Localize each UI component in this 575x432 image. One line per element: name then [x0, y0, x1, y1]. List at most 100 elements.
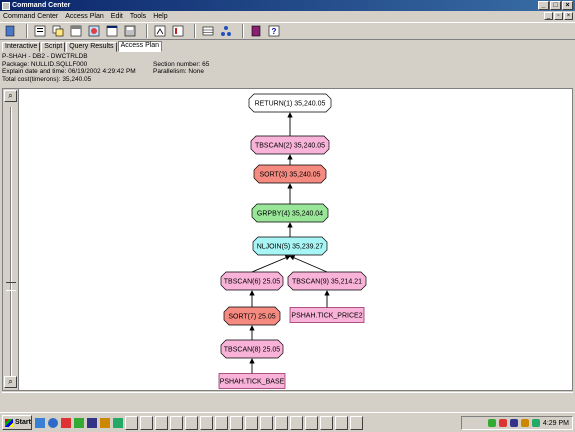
tool-history-icon[interactable] [153, 24, 167, 38]
tool-tree-icon[interactable] [219, 24, 233, 38]
plan-node-n4[interactable]: GRPBY(4) 35,240.04 [251, 203, 329, 223]
tool-book-icon[interactable] [249, 24, 263, 38]
mdi-restore-button[interactable]: ▫ [554, 12, 563, 20]
task-button-16[interactable] [350, 415, 363, 430]
tool-list-icon[interactable] [171, 24, 185, 38]
plan-node-n6[interactable]: TBSCAN(6) 25.05 [220, 271, 284, 291]
zoom-slider[interactable]: ⌕ ⌕ [3, 89, 19, 390]
plan-node-shape-t1[interactable] [218, 373, 286, 389]
quicklaunch-app1-icon[interactable] [61, 417, 71, 428]
plan-node-shape-n1[interactable] [248, 93, 332, 113]
horizontal-scrollbar[interactable] [2, 392, 573, 402]
mdi-controls: _ ▫ × [544, 12, 573, 20]
toolbar-separator [146, 24, 148, 38]
task-button-13[interactable] [305, 415, 318, 430]
quicklaunch-app2-icon[interactable] [74, 417, 84, 428]
task-button-14[interactable] [320, 415, 333, 430]
tool-save-icon[interactable] [123, 24, 137, 38]
plan-node-n3[interactable]: SORT(3) 35,240.05 [253, 164, 327, 184]
tab-query-results[interactable]: Query Results [66, 42, 117, 52]
task-button-7[interactable] [215, 415, 228, 430]
quicklaunch-app5-icon[interactable] [113, 417, 123, 428]
zoom-out-icon[interactable]: ⌕ [4, 376, 17, 388]
tool-database-icon[interactable] [3, 24, 17, 38]
task-button-6[interactable] [200, 415, 213, 430]
tool-window-icon[interactable] [105, 24, 119, 38]
tool-script-icon[interactable] [33, 24, 47, 38]
maximize-button[interactable]: □ [550, 1, 561, 10]
zoom-thumb[interactable] [6, 282, 16, 287]
quicklaunch-app4-icon[interactable] [100, 417, 110, 428]
start-label: Start [15, 419, 31, 426]
menu-access-plan[interactable]: Access Plan [65, 13, 104, 20]
task-button-2[interactable] [140, 415, 153, 430]
app-icon [2, 1, 10, 10]
tool-results-icon[interactable] [69, 24, 83, 38]
task-button-15[interactable] [335, 415, 348, 430]
total-cost: Total cost(timerons): 35,240.05 [2, 75, 92, 83]
tool-image-icon[interactable] [87, 24, 101, 38]
task-button-1[interactable] [125, 415, 138, 430]
menu-edit[interactable]: Edit [110, 13, 123, 20]
tool-copy-icon[interactable] [51, 24, 65, 38]
plan-node-label-t1: PSHAH.TICK_BASE [220, 379, 285, 386]
plan-node-n9[interactable]: TBSCAN(9) 35,214.21 [287, 271, 367, 291]
title-bar[interactable]: Command Center _ □ × [0, 0, 575, 11]
task-button-10[interactable] [260, 415, 273, 430]
plan-node-n5[interactable]: NLJOIN(5) 35,239.27 [252, 236, 328, 256]
minimize-button[interactable]: _ [538, 1, 549, 10]
tab-interactive[interactable]: Interactive [2, 42, 41, 52]
plan-node-shape-n8[interactable] [220, 339, 284, 359]
taskbar: Start 4:29 PM [0, 412, 575, 432]
zoom-in-icon[interactable]: ⌕ [4, 90, 17, 102]
plan-node-shape-n6[interactable] [220, 271, 284, 291]
plan-node-shape-n3[interactable] [253, 164, 327, 184]
menu-tools[interactable]: Tools [129, 13, 147, 20]
task-button-9[interactable] [245, 415, 258, 430]
clock: 4:29 PM [542, 419, 569, 427]
plan-node-shape-n9[interactable] [287, 271, 367, 291]
quicklaunch-app3-icon[interactable] [87, 417, 97, 428]
plan-node-n2[interactable]: TBSCAN(2) 35,240.05 [250, 135, 330, 155]
quicklaunch-desktop-icon[interactable] [35, 417, 45, 428]
plan-edge-n9-to-n5 [289, 255, 328, 273]
task-button-11[interactable] [275, 415, 288, 430]
plan-node-label-n6: TBSCAN(6) 25.05 [224, 279, 281, 286]
task-button-5[interactable] [185, 415, 198, 430]
plan-node-label-n8: TBSCAN(8) 25.05 [224, 347, 281, 354]
menu-command-center[interactable]: Command Center [3, 13, 59, 20]
menu-help[interactable]: Help [153, 13, 168, 20]
task-button-4[interactable] [170, 415, 183, 430]
plan-node-shape-n7[interactable] [223, 306, 281, 326]
start-button[interactable]: Start [2, 415, 32, 430]
mdi-minimize-button[interactable]: _ [544, 12, 553, 20]
tray-network-icon[interactable] [487, 419, 496, 427]
plan-node-t1[interactable]: PSHAH.TICK_BASE [218, 373, 286, 389]
database-path: P-SHAH - DB2 - DWCTRLDB [2, 53, 88, 60]
tray-sync-icon[interactable] [531, 419, 540, 427]
plan-node-shape-n2[interactable] [250, 135, 330, 155]
plan-node-n7[interactable]: SORT(7) 25.05 [223, 306, 281, 326]
close-button[interactable]: × [562, 1, 573, 10]
tab-access-plan[interactable]: Access Plan [117, 41, 163, 52]
plan-node-shape-n4[interactable] [251, 203, 329, 223]
plan-node-n8[interactable]: TBSCAN(8) 25.05 [220, 339, 284, 359]
tray-volume-icon[interactable] [520, 419, 529, 427]
tray-db-icon[interactable] [509, 419, 518, 427]
tab-script[interactable]: Script [41, 42, 66, 52]
plan-node-t2[interactable]: PSHAH.TICK_PRICE2 [289, 307, 365, 323]
plan-node-shape-n5[interactable] [252, 236, 328, 256]
plan-node-shape-t2[interactable] [289, 307, 365, 323]
task-button-3[interactable] [155, 415, 168, 430]
task-button-8[interactable] [230, 415, 243, 430]
quicklaunch-ie-icon[interactable] [48, 417, 58, 428]
tray-app-icon[interactable] [498, 419, 507, 427]
zoom-track[interactable] [10, 107, 12, 377]
task-button-12[interactable] [290, 415, 303, 430]
tool-help-icon[interactable]: ? [267, 24, 281, 38]
plan-node-n1[interactable]: RETURN(1) 35,240.05 [248, 93, 332, 113]
mdi-close-button[interactable]: × [564, 12, 573, 20]
tool-grid-icon[interactable] [201, 24, 215, 38]
